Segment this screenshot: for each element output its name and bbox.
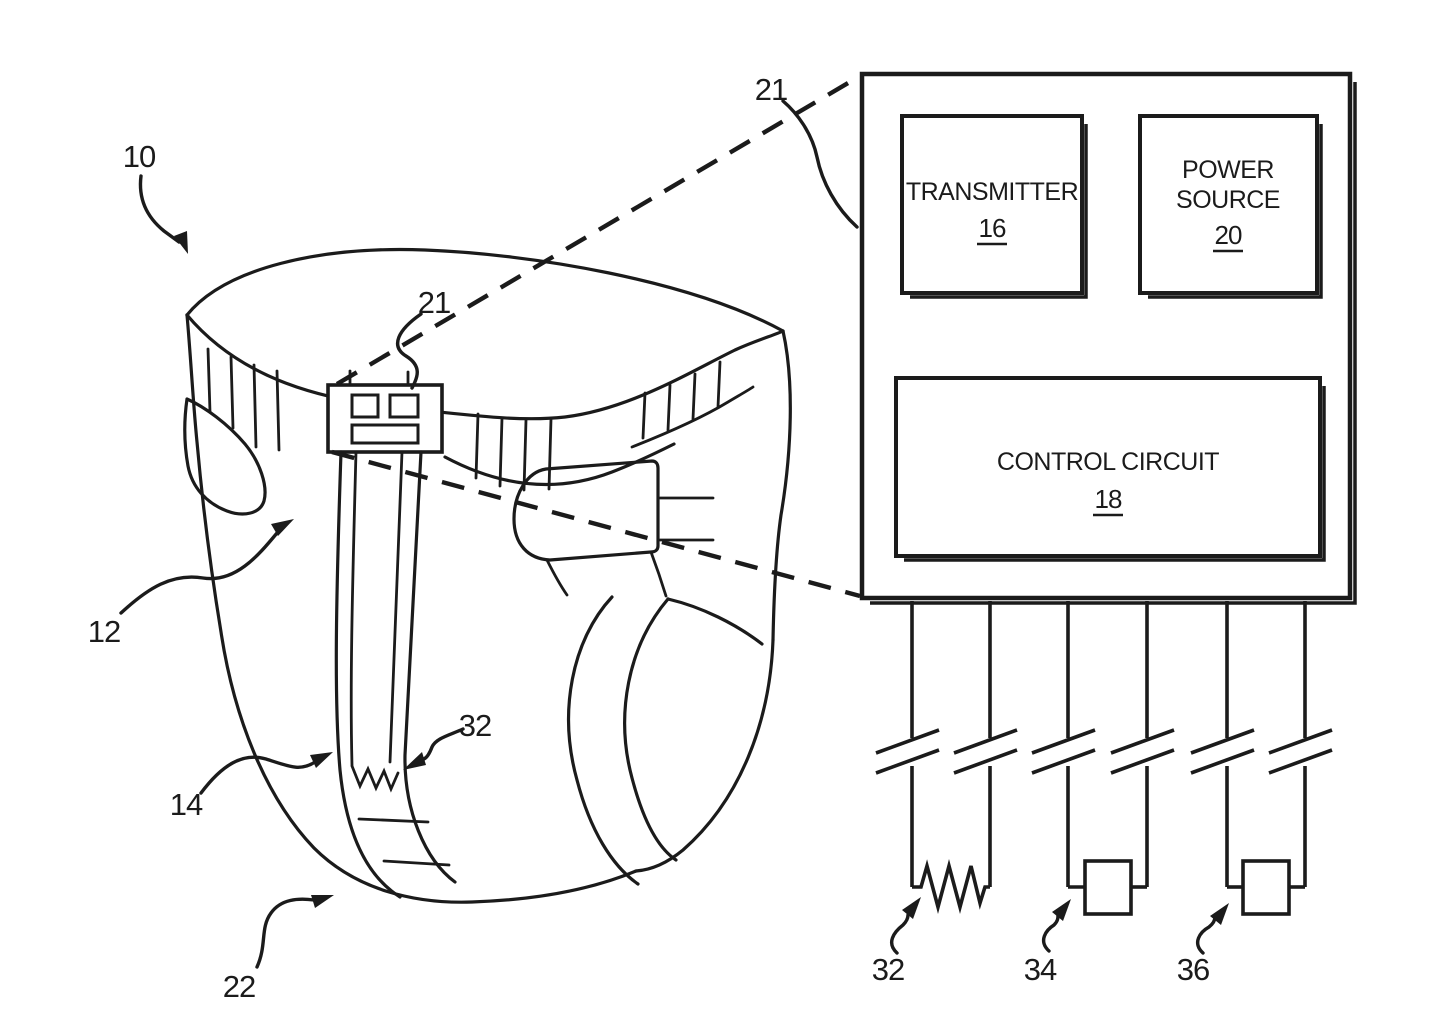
leader-21-diaper — [395, 312, 423, 390]
thigh-line-right — [649, 550, 668, 598]
strip-rung-upper — [357, 817, 430, 824]
power-source-label-line2: SOURCE — [1176, 186, 1280, 214]
component-36-symbol — [1227, 859, 1305, 916]
arrowhead-12 — [271, 519, 294, 536]
control-circuit-box — [894, 376, 1322, 558]
waistband-pleats-center — [474, 412, 553, 492]
sensor-strip — [334, 450, 457, 899]
block-labels: TRANSMITTER 16 POWER SOURCE 20 CONTROL C… — [906, 156, 1280, 517]
block-diagram — [859, 71, 1357, 916]
ref-12: 12 — [88, 614, 120, 649]
leader-34 — [1041, 913, 1060, 953]
diaper-drawing — [183, 247, 792, 904]
lead-6 — [1268, 601, 1333, 887]
thigh-line-left — [545, 558, 569, 597]
reference-numerals: 10 12 14 21 21 22 32 32 34 36 — [88, 72, 1210, 1004]
waist-opening-front-rim — [185, 313, 785, 421]
leader-lines — [119, 99, 1229, 969]
leader-36 — [1195, 915, 1217, 955]
power-source-box — [1138, 114, 1319, 295]
ref-22: 22 — [223, 969, 255, 1004]
ref-32-resistor: 32 — [872, 952, 904, 987]
ref-34: 34 — [1024, 952, 1057, 987]
lead-5 — [1190, 601, 1255, 887]
leader-10 — [138, 174, 181, 244]
arrowhead-14 — [310, 752, 333, 768]
leader-14 — [199, 755, 317, 795]
power-source-number: 20 — [1215, 220, 1242, 250]
ref-36: 36 — [1177, 952, 1209, 987]
leg-cuff-outer-arc — [623, 597, 678, 862]
leg-opening-outer — [634, 638, 775, 873]
module-contact-wide — [350, 423, 420, 445]
leader-22 — [255, 897, 316, 969]
power-source-label-line1: POWER — [1182, 156, 1274, 184]
ref-21-diaper: 21 — [418, 285, 450, 320]
module-contact-right — [388, 393, 420, 419]
waist-opening-back-rim — [185, 247, 785, 333]
module-contact-left — [350, 393, 380, 419]
component-34-symbol — [1068, 859, 1147, 916]
arrowhead-10 — [174, 231, 188, 254]
sensor-trace-zigzag — [350, 764, 400, 793]
sensor-module — [326, 369, 444, 454]
ref-21-module: 21 — [755, 72, 787, 107]
transmitter-box — [900, 114, 1084, 295]
arrowhead-32-strip — [403, 752, 426, 770]
enclosure-shadow — [870, 82, 1357, 605]
sensor-leads — [875, 601, 1333, 887]
leg-opening-top-arc — [666, 597, 764, 646]
leader-12 — [119, 531, 279, 615]
lead-4 — [1110, 601, 1175, 887]
right-waistband-lower-edge — [630, 385, 755, 449]
arrowhead-34 — [1052, 899, 1071, 921]
sensor-module-body — [326, 383, 444, 454]
lead-1 — [875, 601, 940, 887]
strip-rung-lower — [382, 859, 451, 867]
transmitter-number: 16 — [979, 213, 1006, 243]
front-shell-edge — [443, 442, 676, 487]
ref-32-strip: 32 — [459, 708, 491, 743]
arrowhead-36 — [1210, 903, 1229, 925]
leader-21-module — [781, 99, 859, 229]
ref-14: 14 — [170, 787, 203, 822]
diaper-left-bottom-edge — [185, 313, 638, 904]
leg-cuff-inner-arc — [567, 595, 640, 886]
leader-32-strip — [422, 727, 465, 761]
arrowhead-32-resistor — [902, 897, 921, 919]
projection-line-upper — [335, 74, 862, 386]
resistor-symbol — [912, 859, 990, 914]
lead-2 — [953, 601, 1018, 887]
waistband-pleats-right — [641, 360, 722, 440]
waistband-pleats-left — [206, 347, 281, 452]
lead-3 — [1031, 601, 1096, 887]
leader-32-resistor — [889, 913, 910, 955]
diaper-right-edge — [771, 329, 792, 642]
fastening-tab-right — [512, 459, 660, 562]
fastening-tab-left — [183, 397, 267, 516]
control-circuit-label: CONTROL CIRCUIT — [997, 448, 1219, 476]
arrowhead-22 — [311, 895, 334, 908]
ref-10: 10 — [123, 139, 156, 174]
transmitter-label: TRANSMITTER — [906, 178, 1078, 206]
projection-line-lower — [331, 449, 861, 599]
control-circuit-number: 18 — [1095, 484, 1122, 514]
